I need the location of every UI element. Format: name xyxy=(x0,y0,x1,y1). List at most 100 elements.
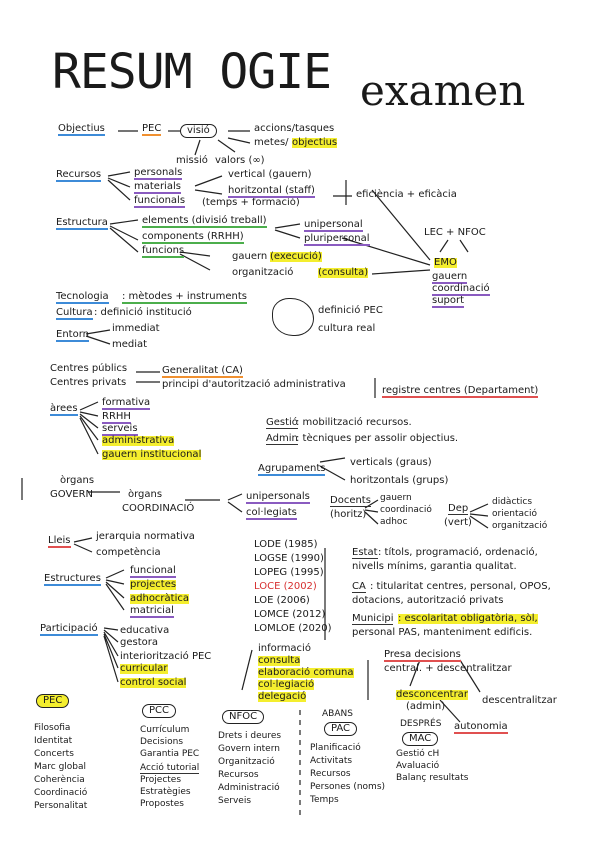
centres-publics: Centres públics xyxy=(50,363,128,374)
pec-box-item: Coordinació xyxy=(34,788,88,798)
visio-label: visió xyxy=(180,124,217,138)
entorn-item: immediat xyxy=(112,323,160,334)
participacio-item: interiorització PEC xyxy=(120,651,212,662)
agrupaments-vertical: verticals (graus) xyxy=(350,457,432,468)
tecnologia-heading: Tecnologia xyxy=(56,291,109,304)
info-item: delegació xyxy=(258,691,307,702)
pac-box-heading: PAC xyxy=(324,722,358,736)
estructura-item: components (RRHH) xyxy=(142,231,244,244)
vertical-label: vertical (gauern) xyxy=(228,169,312,180)
law-item: LOMCE (2012) xyxy=(254,609,326,620)
arees-item: RRHH xyxy=(102,411,131,424)
estructures-item: adhocràtica xyxy=(130,593,189,604)
emo-item: suport xyxy=(432,295,465,308)
autonomia-label: autonomia xyxy=(454,721,508,734)
lleis-item: jerarquia normativa xyxy=(96,531,195,542)
docents-heading: Docents xyxy=(330,495,371,507)
nfoc-box-item: Administració xyxy=(218,783,280,793)
definicio-pec: definició PEC xyxy=(318,305,383,316)
pec-box-item: Identitat xyxy=(34,736,73,746)
pcc-box-item2: Acció tutorial xyxy=(140,763,200,774)
participacio-item: control social xyxy=(120,677,187,688)
pec-box-item: Concerts xyxy=(34,749,74,759)
ca-desc: : titularitat centres, personal, OPOS, xyxy=(370,581,551,592)
nfoc-box-item: Serveis xyxy=(218,796,252,806)
nfoc-box-item: Organització xyxy=(218,757,275,767)
pac-pre: ABANS xyxy=(322,709,353,719)
pec-box-item: Marc global xyxy=(34,762,87,772)
admin-desc: : tècniques per assolir objectius. xyxy=(296,433,459,444)
estructures-heading: Estructures xyxy=(44,573,101,586)
dep-item: orientació xyxy=(492,509,537,519)
pluripersonal-label: pluripersonal xyxy=(304,233,370,246)
principi-label: principi d'autorització administrativa xyxy=(162,379,346,390)
emo-item: gauern xyxy=(432,271,468,284)
recursos-item: materials xyxy=(134,181,181,194)
law-item: LOGSE (1990) xyxy=(254,553,324,564)
pcc-box-item2: Projectes xyxy=(140,775,182,785)
dep-item: organització xyxy=(492,521,548,531)
estat-desc2: nivells mínims, garantia qualitat. xyxy=(352,561,517,572)
mac-box-item: Avaluació xyxy=(396,761,440,771)
temps-label: (temps + formació) xyxy=(202,197,300,208)
cultura-real: cultura real xyxy=(318,323,376,334)
agrupaments-horitzontal: horitzontals (grups) xyxy=(350,475,449,486)
dep-item: didàctics xyxy=(492,497,533,507)
descentralitzar-label: descentralitzar xyxy=(482,695,557,706)
collegiats-label: col·legiats xyxy=(246,507,297,520)
pac-box-item: Planificació xyxy=(310,743,361,753)
entorn-item: mediat xyxy=(112,339,148,350)
cultura-desc: : definició institució xyxy=(94,307,192,318)
law-item: LOPEG (1995) xyxy=(254,567,324,578)
admin-note: (admin) xyxy=(406,701,446,712)
unipersonal-label: unipersonal xyxy=(304,219,363,232)
mac-box-item: Balanç resultats xyxy=(396,773,469,783)
participacio-heading: Participació xyxy=(40,623,98,636)
gauern-label: gauern xyxy=(232,251,268,262)
law-item: LOMLOE (2020) xyxy=(254,623,332,634)
vert-label: (vert) xyxy=(444,517,472,528)
docents-item: gauern xyxy=(380,493,412,503)
pcc-box-heading: PCC xyxy=(142,704,176,718)
objectius-highlight: objectius xyxy=(292,137,338,148)
participacio-item: educativa xyxy=(120,625,170,636)
pcc-box-item: Currículum xyxy=(140,725,190,735)
eficiencia-label: eficiència + eficàcia xyxy=(356,189,457,200)
dep-label: Dep xyxy=(448,503,469,515)
info-item: informació xyxy=(258,643,311,654)
consulta-label: (consulta) xyxy=(318,267,369,278)
estructures-item: matricial xyxy=(130,605,174,618)
unipersonals-label: unipersonals xyxy=(246,491,310,504)
horitzontal-label: horitzontal (staff) xyxy=(228,185,315,198)
presa-desc: central. + descentralitzar xyxy=(384,663,512,674)
recursos-item: personals xyxy=(134,167,183,180)
municipi-heading: Municipi xyxy=(352,613,394,625)
pac-box-item: Activitats xyxy=(310,756,353,766)
valors-label: valors (∞) xyxy=(215,155,265,166)
pac-box-item: Persones (noms) xyxy=(310,782,386,792)
organitzacio-label: organització xyxy=(232,267,294,278)
page-subtitle: examen xyxy=(360,66,526,115)
entorn-heading: Entorn xyxy=(56,329,89,342)
ca-desc2: dotacions, autorització privats xyxy=(352,595,504,606)
gestio-label: Gestió xyxy=(266,417,298,429)
pec-box-item: Personalitat xyxy=(34,801,88,811)
objectius-heading: Objectius xyxy=(58,123,105,136)
docents-item: coordinació xyxy=(380,505,432,515)
arees-heading: àrees xyxy=(50,403,78,416)
lleis-heading: Lleis xyxy=(48,535,71,548)
admin-label: Admin xyxy=(266,433,298,445)
law-item: LOCE (2002) xyxy=(254,581,317,592)
nfoc-box-item: Govern intern xyxy=(218,744,280,754)
arees-item: serveis xyxy=(102,423,138,436)
lleis-item: competència xyxy=(96,547,161,558)
emo-label: EMO xyxy=(434,257,457,268)
mac-box-item: Gestió cH xyxy=(396,749,440,759)
missio-label: missió xyxy=(176,155,208,166)
metes-label: metes/ xyxy=(254,137,289,148)
pcc-box-item2: Propostes xyxy=(140,799,184,809)
centres-privats: Centres privats xyxy=(50,377,127,388)
organs-label: òrgans xyxy=(60,475,95,486)
pec-label: PEC xyxy=(142,123,162,136)
